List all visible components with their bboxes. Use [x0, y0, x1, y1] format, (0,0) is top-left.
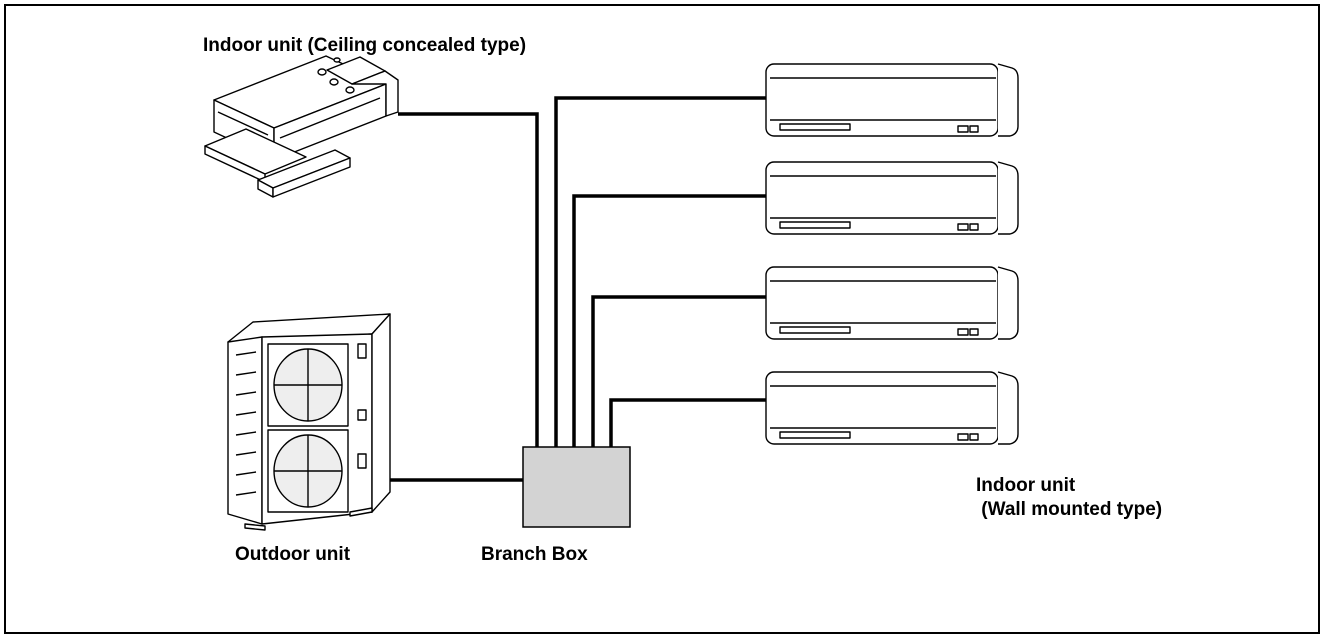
pipe-ceiling-unit: [398, 112, 539, 448]
wall-unit-2-illustration: [765, 161, 1019, 235]
branch-box-label: Branch Box: [481, 544, 588, 565]
pipe-wall-unit-2: [572, 194, 766, 448]
outdoor-unit-illustration: [227, 313, 391, 531]
wall-unit-3-illustration: [765, 266, 1019, 340]
wall-unit-label-line1: Indoor unit: [976, 475, 1076, 496]
wall-unit-1-illustration: [765, 63, 1019, 137]
pipe-wall-unit-4: [609, 398, 766, 448]
pipe-wall-unit-3: [591, 295, 766, 448]
ceiling-unit-label: Indoor unit (Ceiling concealed type): [203, 35, 527, 56]
piping: [386, 96, 766, 482]
branch-box: [522, 446, 631, 528]
ceiling-concealed-unit-illustration: [204, 55, 399, 198]
wall-unit-label-line2: (Wall mounted type): [976, 499, 1163, 520]
outdoor-unit-label: Outdoor unit: [235, 544, 351, 565]
pipe-wall-unit-1: [554, 96, 766, 448]
wall-unit-4-illustration: [765, 371, 1019, 445]
